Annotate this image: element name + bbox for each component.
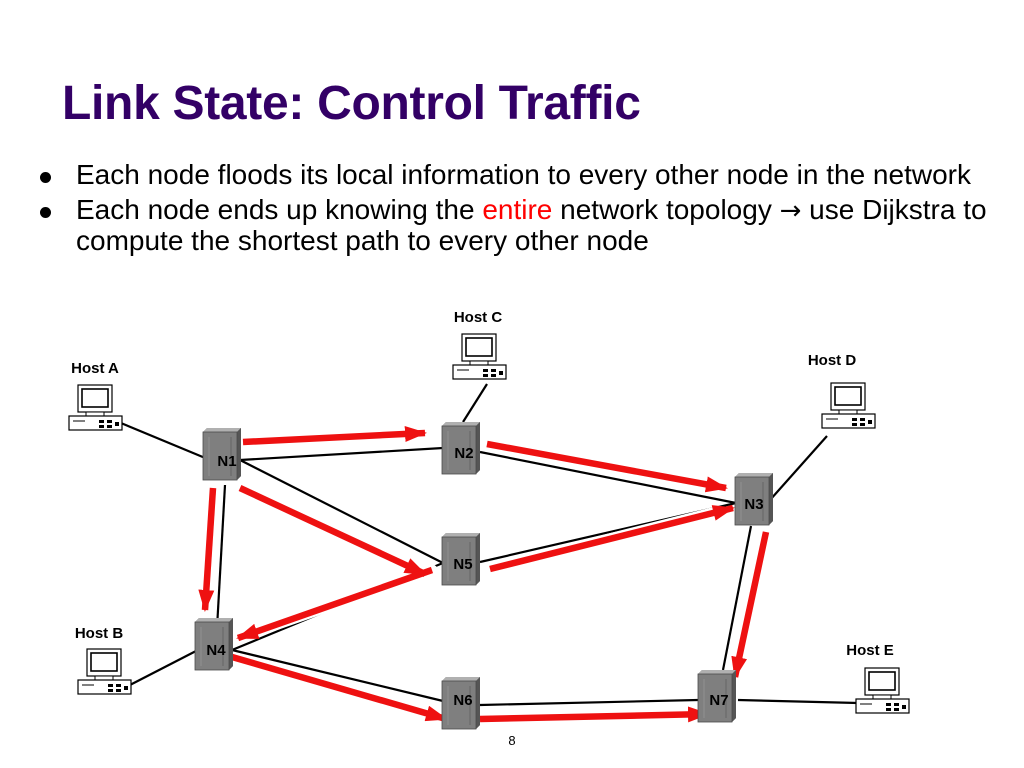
right-arrow-icon: → — [779, 196, 802, 226]
link-n2-n3 — [479, 450, 737, 505]
router-nodes — [194, 421, 774, 730]
bullet-text-start: Each node ends up knowing the — [76, 194, 483, 225]
node-label-n2: N2 — [454, 445, 473, 462]
host-label-b: Host B — [75, 625, 124, 642]
flood-arrow — [242, 425, 427, 446]
highlight-entire: entire — [482, 194, 553, 225]
flood-arrow — [198, 487, 217, 612]
link-n4-hostB — [127, 650, 197, 687]
link-n7-hostE — [737, 698, 859, 705]
slide-number: 8 — [508, 733, 516, 748]
flood-arrows — [198, 425, 772, 725]
bullet-text-middle: network topology — [552, 194, 780, 225]
flood-arrow — [489, 504, 735, 573]
computer-icon — [452, 333, 507, 380]
flood-arrow — [731, 531, 770, 679]
node-label-n4: N4 — [206, 642, 226, 659]
host-label-a: Host A — [71, 360, 119, 377]
link-n1-n5 — [239, 459, 444, 564]
flood-arrow — [486, 440, 728, 493]
bullet-dot — [40, 172, 51, 183]
node-label-n5: N5 — [453, 556, 472, 573]
link-n1-n4 — [215, 484, 227, 629]
link-n4-n6 — [231, 648, 444, 703]
flood-arrow — [231, 653, 448, 723]
slide-title: Link State: Control Traffic — [62, 77, 641, 130]
flood-arrow — [479, 706, 710, 723]
bullet-text: Each node floods its local information t… — [76, 159, 971, 190]
link-n3-n7 — [721, 525, 753, 671]
link-n3-hostD — [769, 435, 828, 501]
host-label-e: Host E — [846, 642, 894, 659]
link-n2-hostC — [462, 383, 488, 423]
node-label-n1: N1 — [217, 453, 236, 470]
computer-icon — [77, 648, 132, 695]
computer-icon — [68, 384, 123, 431]
flood-arrow — [236, 566, 434, 642]
node-label-n7: N7 — [709, 692, 728, 709]
bullet-dot — [40, 207, 51, 218]
computer-icon — [855, 667, 910, 714]
computer-icon — [821, 382, 876, 429]
link-n1-n2 — [239, 446, 444, 462]
node-label-n6: N6 — [453, 692, 472, 709]
link-hostA-n1 — [115, 419, 211, 462]
link-n6-n7 — [479, 698, 699, 707]
node-label-n3: N3 — [744, 496, 763, 513]
bullet-item: Each node floods its local information t… — [40, 160, 1000, 189]
bullet-list: Each node floods its local information t… — [40, 160, 1000, 261]
bullet-text-end: use Dijkstra to compute the shortest pat… — [76, 194, 987, 256]
flood-arrow — [238, 485, 427, 577]
host-label-c: Host C — [454, 309, 503, 326]
host-label-d: Host D — [808, 352, 857, 369]
bullet-item: Each node ends up knowing the entire net… — [40, 195, 1000, 255]
